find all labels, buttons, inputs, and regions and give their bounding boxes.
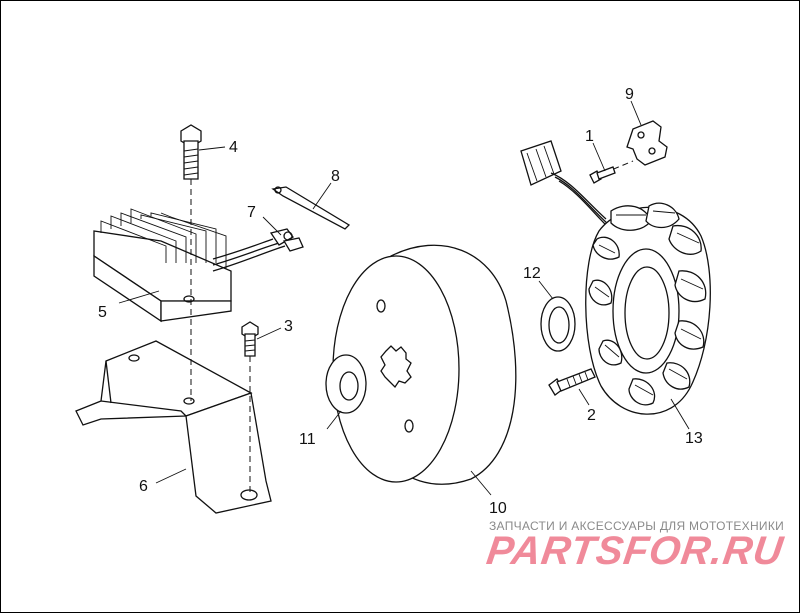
callout-1: 1 [585,128,594,145]
leader-line-3 [256,327,282,340]
watermark-tagline: ЗАПЧАСТИ И АКСЕССУАРЫ ДЛЯ МОТОТЕХНИКИ [489,519,785,533]
bracket-part [75,340,272,514]
leader-line-12 [538,280,554,300]
callout-7: 7 [247,204,256,221]
cable-strap-part [271,186,351,230]
callout-2: 2 [587,407,596,424]
screw-2-part [548,368,596,396]
leader-line-8 [312,182,332,210]
leader-line-10 [470,470,492,496]
screw-1-part [589,166,616,184]
regulator-part [93,208,286,323]
watermark-logo: PARTSFOR.RU [483,529,787,573]
leader-lines [118,100,690,496]
callout-4: 4 [229,139,238,156]
callout-11: 11 [299,431,316,448]
spacer-12-part [540,296,576,352]
rotor-part [332,244,517,485]
callout-6: 6 [139,478,148,495]
leader-line-11 [326,410,342,430]
leader-line-7 [262,216,282,236]
leader-line-2 [578,388,590,406]
callout-5: 5 [98,304,107,321]
clamp-9-part [626,120,668,166]
bolt-4-part [180,124,202,180]
washer-11-part [325,354,367,414]
leader-line-6 [155,468,187,484]
callout-8: 8 [331,168,340,185]
leader-line-5 [118,290,160,304]
leader-line-9 [630,100,642,126]
stator-part [520,140,711,415]
ring-terminal-part [269,228,304,252]
callout-3: 3 [284,318,293,335]
callout-10: 10 [489,500,507,517]
callout-9: 9 [625,86,634,103]
leader-line-4 [198,146,226,151]
bolt-3-part [241,321,259,357]
leader-line-1 [592,142,606,172]
callout-13: 13 [685,430,703,447]
leader-line-13 [670,398,690,430]
callout-12: 12 [523,265,541,282]
